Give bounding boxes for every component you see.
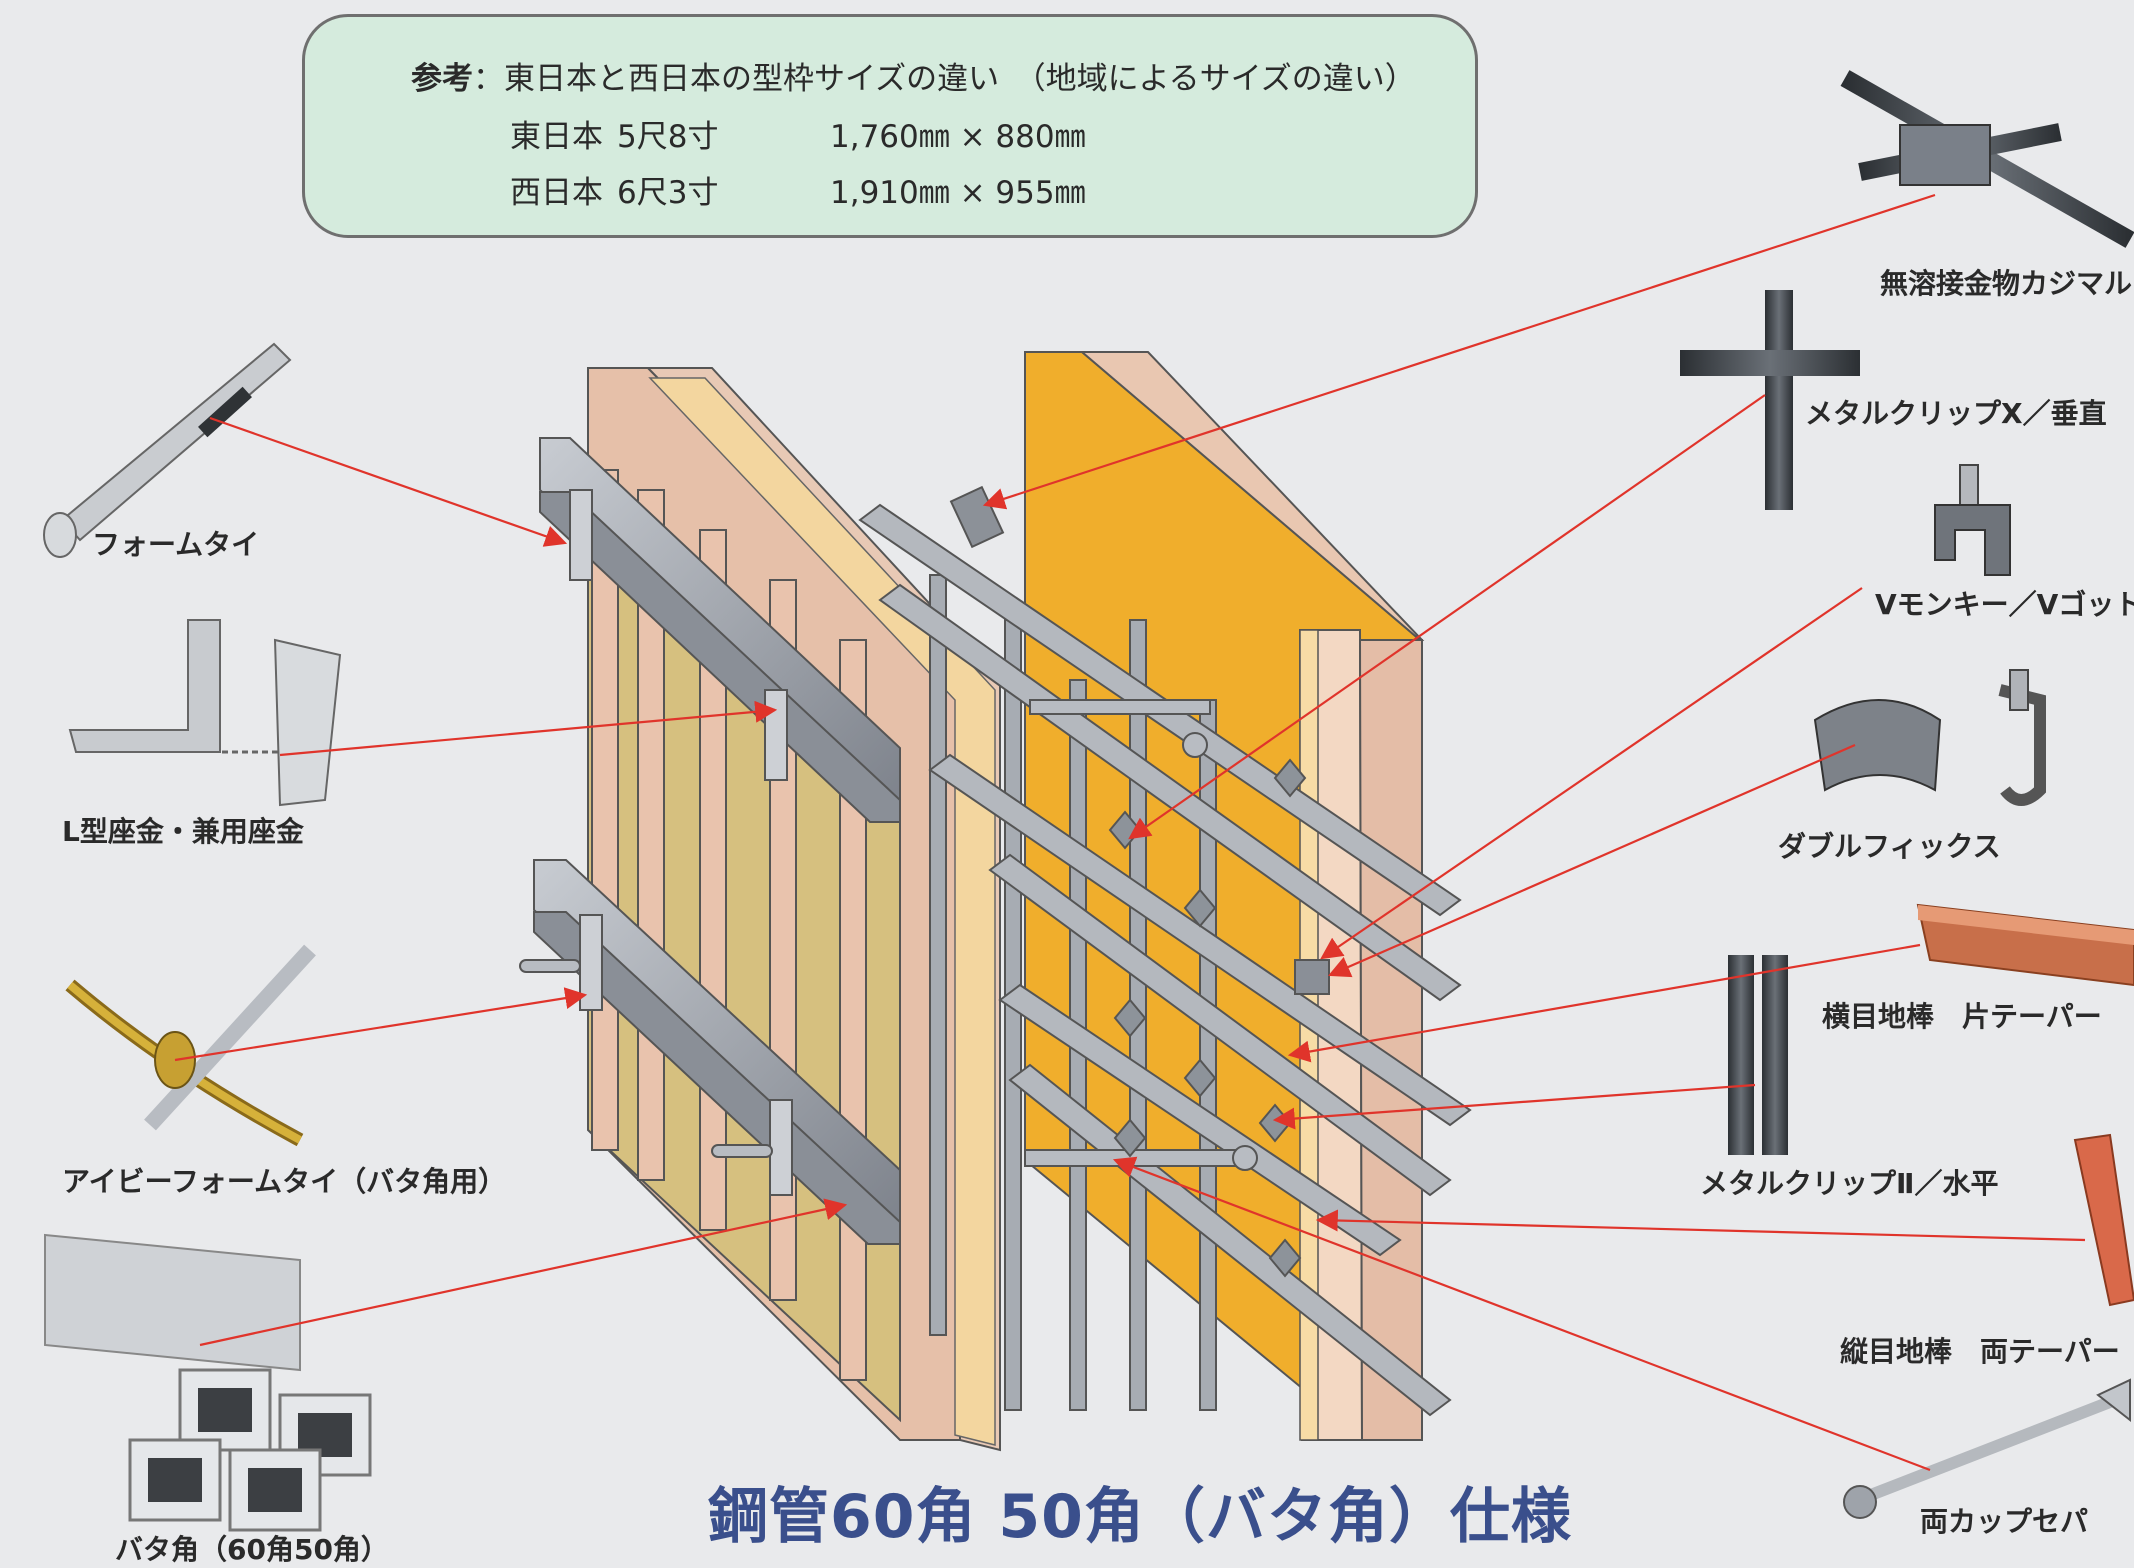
l-washer-icon [68,619,342,807]
yokome-bar-icon [1916,903,2134,987]
tateme-bar-icon [2073,1133,2134,1307]
note-region: 東日本 [510,119,603,155]
v-monkey-icon [1934,464,2011,576]
diagram-caption: 鋼管60角 50角（バタ角）仕様 [708,1482,1572,1552]
label-metal-clip-2: メタルクリップⅡ／水平 [1700,1167,1999,1200]
rebar-cage [858,485,1472,1417]
note-dims: 1,760㎜ × 880㎜ [830,119,1086,155]
label-yokome-bar: 横目地棒 片テーパー [1822,1000,2102,1033]
bata-kaku-icon [44,1233,372,1532]
reference-note: 参考：東日本と西日本の型枠サイズの違い （地域によるサイズの違い） 東日本 5尺8… [302,14,1478,238]
label-ib-form-tie: アイビーフォームタイ（バタ角用） [62,1165,507,1198]
left-formwork-panel [519,367,1001,1452]
label-cup-separator: 両カップセパ [1920,1505,2089,1538]
note-region: 西日本 [510,175,603,211]
label-form-tie: フォームタイ [92,528,260,561]
note-size: 6尺3寸 [617,175,719,211]
form-tie-icon [43,342,292,558]
steel-pipe-walers [519,437,901,1245]
note-lead: 参考 [411,61,473,97]
metal-clip-x-icon [1680,290,1860,510]
callout-arrows [174,193,2086,1472]
note-dims: 1,910㎜ × 955㎜ [830,175,1086,211]
label-kajimaru: 無溶接金物カジマル [1880,267,2133,300]
note-row-west: 西日本 6尺3寸 1,910㎜ × 955㎜ [510,167,1086,212]
label-metal-clip-x: メタルクリップX／垂直 [1805,397,2107,430]
label-tateme-bar: 縦目地棒 両テーパー [1840,1335,2120,1368]
cup-separator-icon [1842,1378,2131,1519]
label-double-fix: ダブルフィックス [1778,830,2001,863]
kajimaru-icon [1840,70,2134,248]
metal-clip-2-icon [1728,955,1788,1155]
label-l-washer: L型座金・兼用座金 [62,815,304,848]
label-v-monkey: Vモンキー／Vゴット [1875,588,2134,621]
note-size: 5尺8寸 [617,119,719,155]
double-fix-icon [1813,669,2046,806]
note-row-east: 東日本 5尺8寸 1,760㎜ × 880㎜ [510,111,1086,156]
label-bata-kaku: バタ角（60角50角） [115,1533,389,1566]
note-title: ：東日本と西日本の型枠サイズの違い （地域によるサイズの違い） [473,61,1416,97]
